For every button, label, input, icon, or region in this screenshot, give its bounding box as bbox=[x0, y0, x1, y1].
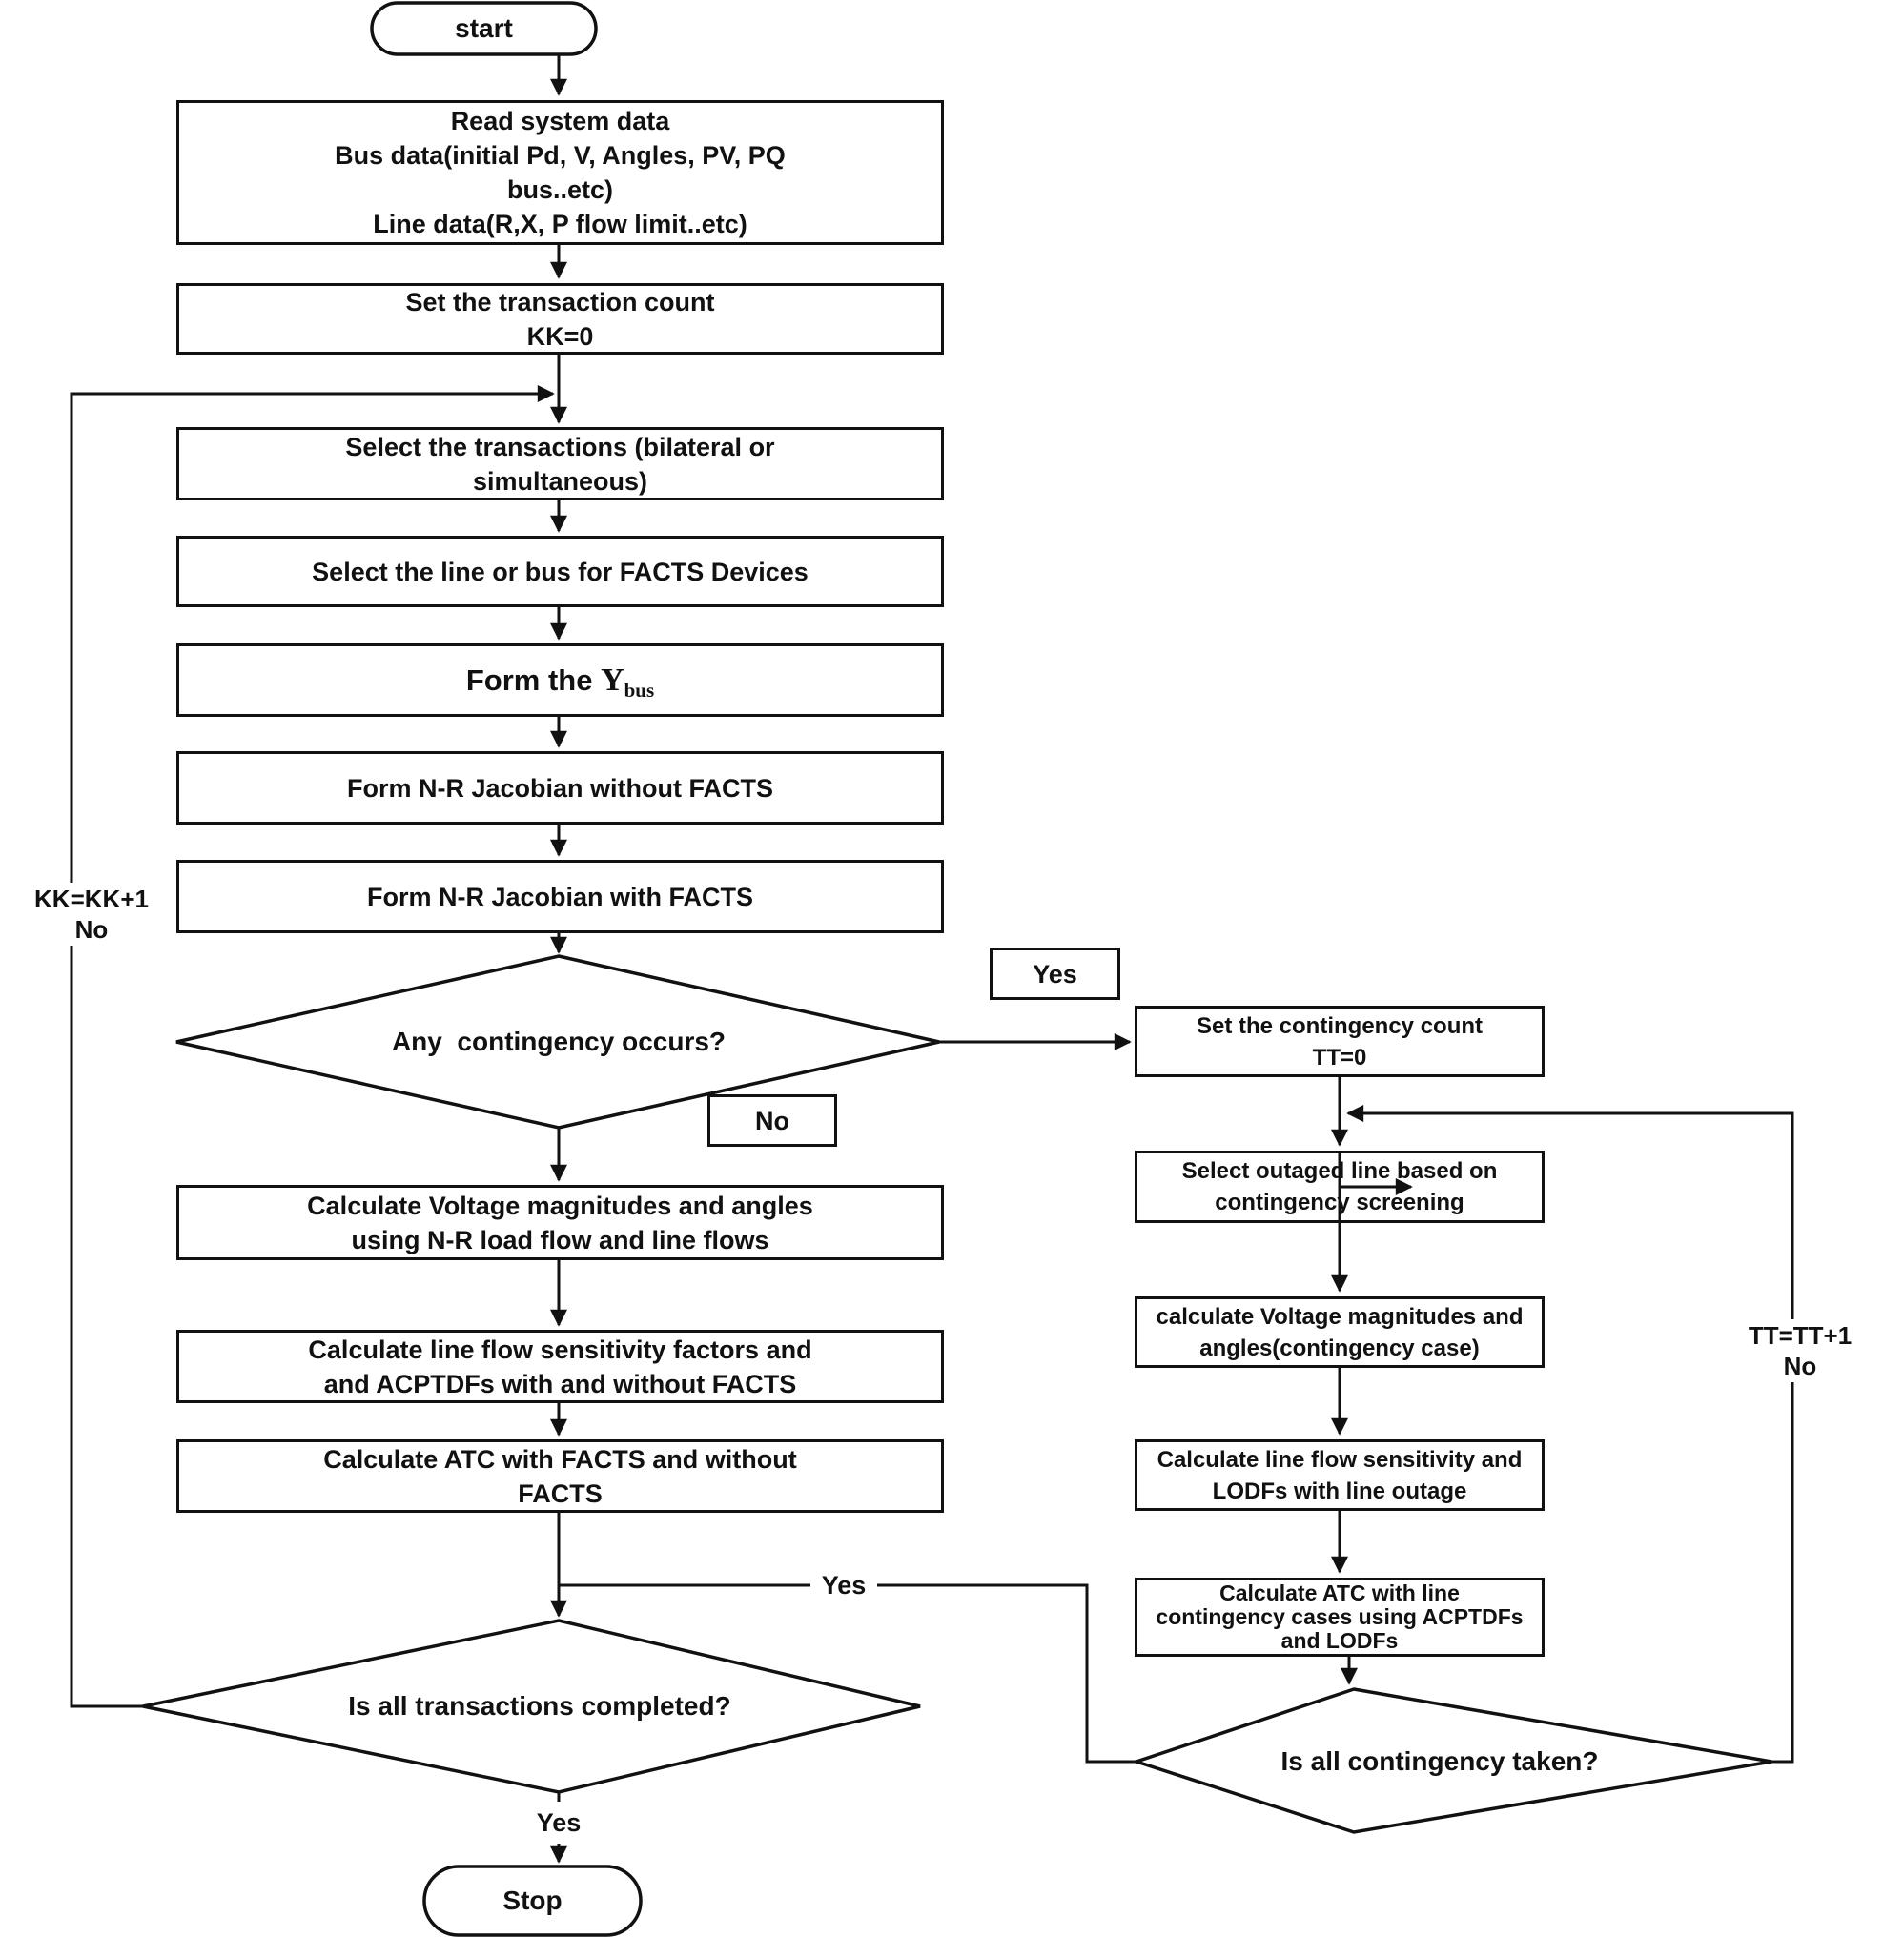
node-calc-lodf: Calculate line flow sensitivity and LODF… bbox=[1135, 1439, 1545, 1511]
form-ybus-prefix: Form the bbox=[465, 663, 602, 697]
form-ybus-label: Form the Ybus bbox=[465, 662, 655, 702]
any-contingency-label: Any contingency occurs? bbox=[391, 1027, 727, 1056]
node-calc-atc-facts: Calculate ATC with FACTS and without FAC… bbox=[176, 1439, 944, 1513]
read-system-data-label: Read system data Bus data(initial Pd, V,… bbox=[335, 107, 786, 238]
label-kk-loop: KK=KK+1 No bbox=[15, 883, 168, 946]
yes-stop-label: Yes bbox=[536, 1808, 582, 1837]
node-select-line-bus-facts: Select the line or bus for FACTS Devices bbox=[176, 536, 944, 607]
node-select-transactions: Select the transactions (bilateral or si… bbox=[176, 427, 944, 500]
node-calc-voltage-magnitudes: Calculate Voltage magnitudes and angles … bbox=[176, 1185, 944, 1260]
set-transaction-count-label: Set the transaction count KK=0 bbox=[405, 287, 715, 351]
calc-lodf-label: Calculate line flow sensitivity and LODF… bbox=[1157, 1446, 1523, 1504]
select-transactions-label: Select the transactions (bilateral or si… bbox=[345, 432, 775, 496]
select-line-bus-facts-label: Select the line or bus for FACTS Devices bbox=[312, 557, 809, 586]
node-calc-atc-contingency: Calculate ATC with line contingency case… bbox=[1135, 1578, 1545, 1657]
all-contingency-label: Is all contingency taken? bbox=[1280, 1746, 1599, 1776]
yes-merge-label: Yes bbox=[821, 1571, 867, 1600]
tt-loop-label: TT=TT+1 No bbox=[1748, 1321, 1853, 1380]
jacobian-without-facts-label: Form N-R Jacobian without FACTS bbox=[346, 773, 773, 803]
set-contingency-count-label: Set the contingency count TT=0 bbox=[1196, 1012, 1484, 1070]
loop-tt-no bbox=[1346, 1105, 1794, 1764]
label-yes-box: Yes bbox=[990, 948, 1120, 1000]
stop-label: Stop bbox=[502, 1886, 563, 1915]
node-start: start bbox=[372, 3, 596, 54]
label-yes-merge: Yes bbox=[810, 1564, 877, 1606]
node-select-outaged-line: Select outaged line based on contingency… bbox=[1135, 1151, 1545, 1223]
label-tt-loop: TT=TT+1 No bbox=[1711, 1319, 1889, 1382]
kk-loop-label: KK=KK+1 No bbox=[34, 885, 149, 944]
node-jacobian-with-facts: Form N-R Jacobian with FACTS bbox=[176, 860, 944, 933]
calc-voltage-contingency-label: calculate Voltage magnitudes and angles(… bbox=[1156, 1303, 1524, 1361]
calc-sensitivity-acptdf-label: Calculate line flow sensitivity factors … bbox=[308, 1335, 812, 1398]
stop-terminal-shape bbox=[422, 1865, 643, 1937]
node-all-transactions-decision: Is all transactions completed? bbox=[177, 1676, 902, 1737]
jacobian-with-facts-label: Form N-R Jacobian with FACTS bbox=[366, 882, 754, 911]
node-set-contingency-count: Set the contingency count TT=0 bbox=[1135, 1006, 1545, 1077]
ybus-subscript: bus bbox=[624, 678, 655, 702]
node-stop: Stop bbox=[424, 1866, 641, 1935]
node-form-ybus: Form the Ybus bbox=[176, 643, 944, 717]
calc-atc-contingency-label: Calculate ATC with line contingency case… bbox=[1156, 1580, 1524, 1653]
ybus-symbol: Y bbox=[601, 662, 624, 698]
node-calc-voltage-contingency: calculate Voltage magnitudes and angles(… bbox=[1135, 1296, 1545, 1368]
all-transactions-label: Is all transactions completed? bbox=[348, 1691, 731, 1721]
loop-kk-no bbox=[70, 385, 555, 1708]
node-jacobian-without-facts: Form N-R Jacobian without FACTS bbox=[176, 751, 944, 825]
yes-boxed-label: Yes bbox=[1033, 959, 1077, 989]
start-terminal-shape bbox=[370, 1, 598, 56]
label-no-box: No bbox=[707, 1094, 837, 1147]
no-boxed-label: No bbox=[755, 1106, 789, 1135]
calc-voltage-magnitudes-label: Calculate Voltage magnitudes and angles … bbox=[307, 1191, 813, 1254]
label-yes-stop: Yes bbox=[525, 1802, 592, 1844]
diamond-all-contingency bbox=[1131, 1687, 1772, 1834]
node-calc-sensitivity-acptdf: Calculate line flow sensitivity factors … bbox=[176, 1330, 944, 1403]
start-label: start bbox=[455, 13, 513, 43]
node-set-transaction-count: Set the transaction count KK=0 bbox=[176, 283, 944, 355]
select-outaged-line-label: Select outaged line based on contingency… bbox=[1181, 1158, 1498, 1215]
calc-atc-facts-label: Calculate ATC with FACTS and without FAC… bbox=[323, 1444, 797, 1508]
node-any-contingency-decision: Any contingency occurs? bbox=[177, 1012, 940, 1071]
node-read-system-data: Read system data Bus data(initial Pd, V,… bbox=[176, 100, 944, 245]
node-all-contingency-decision: Is all contingency taken? bbox=[1173, 1735, 1707, 1788]
